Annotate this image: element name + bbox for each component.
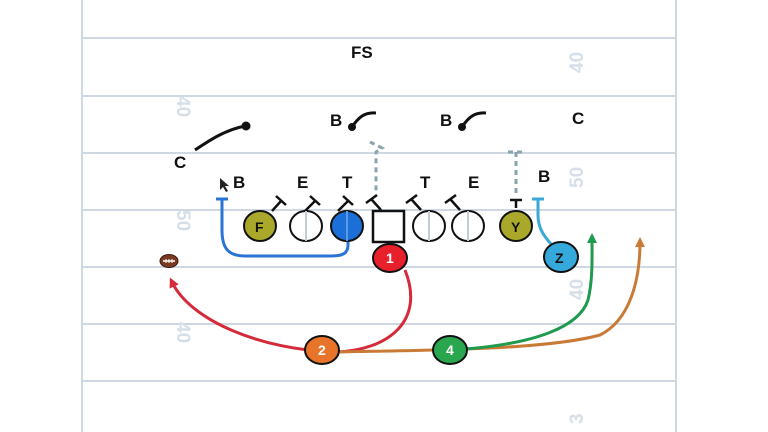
free-safety-label: FS xyxy=(351,43,373,62)
player-y xyxy=(499,210,533,242)
read-badge-2 xyxy=(304,335,340,365)
offensive-line: F Y xyxy=(243,209,533,244)
rush-lanes xyxy=(369,140,524,194)
read-badge-4 xyxy=(432,335,468,365)
yard-number-left-1: 40 xyxy=(172,96,193,117)
route-green xyxy=(449,233,598,352)
center-square xyxy=(371,209,406,244)
front-right-b: B xyxy=(538,167,550,186)
blitzer-right-label: B xyxy=(440,111,452,130)
blitzer-left-label: B xyxy=(330,111,342,130)
yard-number-right-1: 40 xyxy=(567,52,588,73)
yard-number-left-3: 40 xyxy=(172,322,193,343)
read-badge-1-label: 1 xyxy=(386,250,394,266)
player-z-label: Z xyxy=(555,250,564,266)
front-left-t: T xyxy=(342,173,353,192)
player-f-label: F xyxy=(255,219,264,235)
yard-number-left-2: 50 xyxy=(172,210,193,231)
corner-left-route xyxy=(194,124,246,152)
blocks xyxy=(271,193,522,212)
read-badge-1 xyxy=(372,243,408,273)
player-z xyxy=(543,241,579,273)
front-right-t: T xyxy=(420,173,431,192)
player-f xyxy=(243,210,277,242)
front-left-b: B xyxy=(233,173,245,192)
route-cyan xyxy=(536,199,558,251)
route-blue xyxy=(220,200,350,258)
cursor-icon xyxy=(220,178,229,192)
corner-left-dot xyxy=(241,121,251,131)
yard-numbers: 40 50 40 40 50 40 3 xyxy=(172,52,588,424)
yard-number-right-2: 50 xyxy=(567,167,588,188)
football-icon xyxy=(159,254,179,268)
route-red xyxy=(169,269,413,354)
corner-right-label: C xyxy=(572,109,584,128)
read-badge-4-label: 4 xyxy=(446,342,454,358)
front-right-e: E xyxy=(468,173,479,192)
blitz-dot-right xyxy=(458,123,466,131)
player-y-label: Y xyxy=(511,219,521,235)
corner-left-label: C xyxy=(174,153,186,172)
blitz-dot-left xyxy=(348,123,356,131)
yard-number-right-3: 40 xyxy=(567,279,588,300)
blitz-arrows xyxy=(350,111,487,128)
read-badge-2-label: 2 xyxy=(318,342,326,358)
yard-number-right-4: 3 xyxy=(567,413,588,424)
front-left-e: E xyxy=(297,173,308,192)
route-orange xyxy=(335,237,645,354)
